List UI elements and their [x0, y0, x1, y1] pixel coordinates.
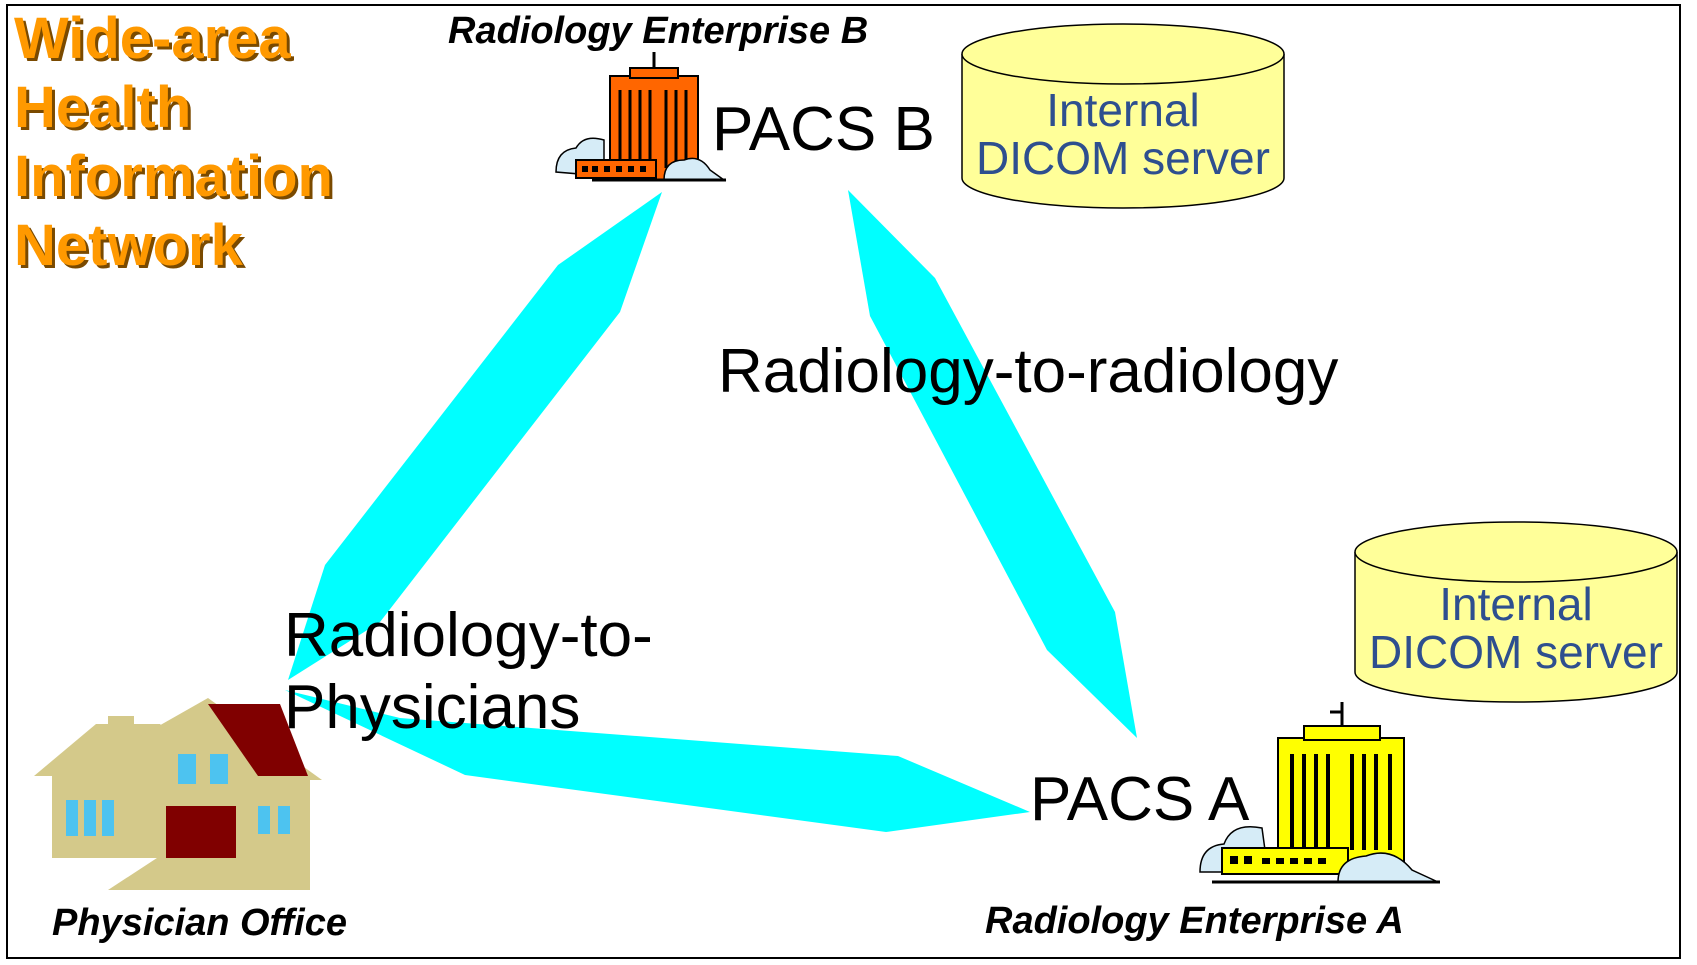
link-a-to-physician-band [285, 690, 1030, 832]
radiology-to-radiology-label: Radiology-to-radiology [718, 337, 1339, 406]
dicom-server-a-line-1: Internal [1439, 578, 1593, 630]
title-line-2: Health [14, 75, 192, 140]
physician-office-caption: Physician Office [52, 902, 347, 944]
enterprise-a-caption: Radiology Enterprise A [985, 900, 1404, 942]
title-line-1: Wide-area [14, 6, 291, 71]
dicom-server-b-cylinder [961, 23, 1285, 209]
radiology-to-physicians-line-1: Radiology-to- [284, 601, 653, 670]
title-line-3: Information [14, 144, 333, 209]
radiology-to-physicians-line-2: Physicians [284, 673, 581, 742]
link-b-to-physician-band [288, 192, 662, 680]
diagram-title: Wide-area Health Information Network [14, 4, 333, 280]
diagram-border [6, 4, 1681, 959]
radiology-to-physicians-label: Radiology-to- Physicians [284, 600, 653, 744]
building-b-icon [555, 52, 727, 182]
dicom-server-a-cylinder [1354, 521, 1678, 703]
dicom-server-b-line-2: DICOM server [976, 132, 1270, 184]
pacs-a-label: PACS A [1030, 765, 1250, 834]
house-icon [34, 698, 322, 890]
enterprise-b-caption: Radiology Enterprise B [448, 10, 869, 52]
building-a-icon [1199, 702, 1440, 884]
dicom-server-a-label: Internal DICOM server [1355, 580, 1677, 676]
dicom-server-b-label: Internal DICOM server [962, 86, 1284, 182]
link-b-to-a-band [848, 190, 1137, 738]
dicom-server-a-line-2: DICOM server [1369, 626, 1663, 678]
title-line-4: Network [14, 213, 243, 278]
pacs-b-label: PACS B [712, 95, 935, 164]
dicom-server-b-line-1: Internal [1046, 84, 1200, 136]
